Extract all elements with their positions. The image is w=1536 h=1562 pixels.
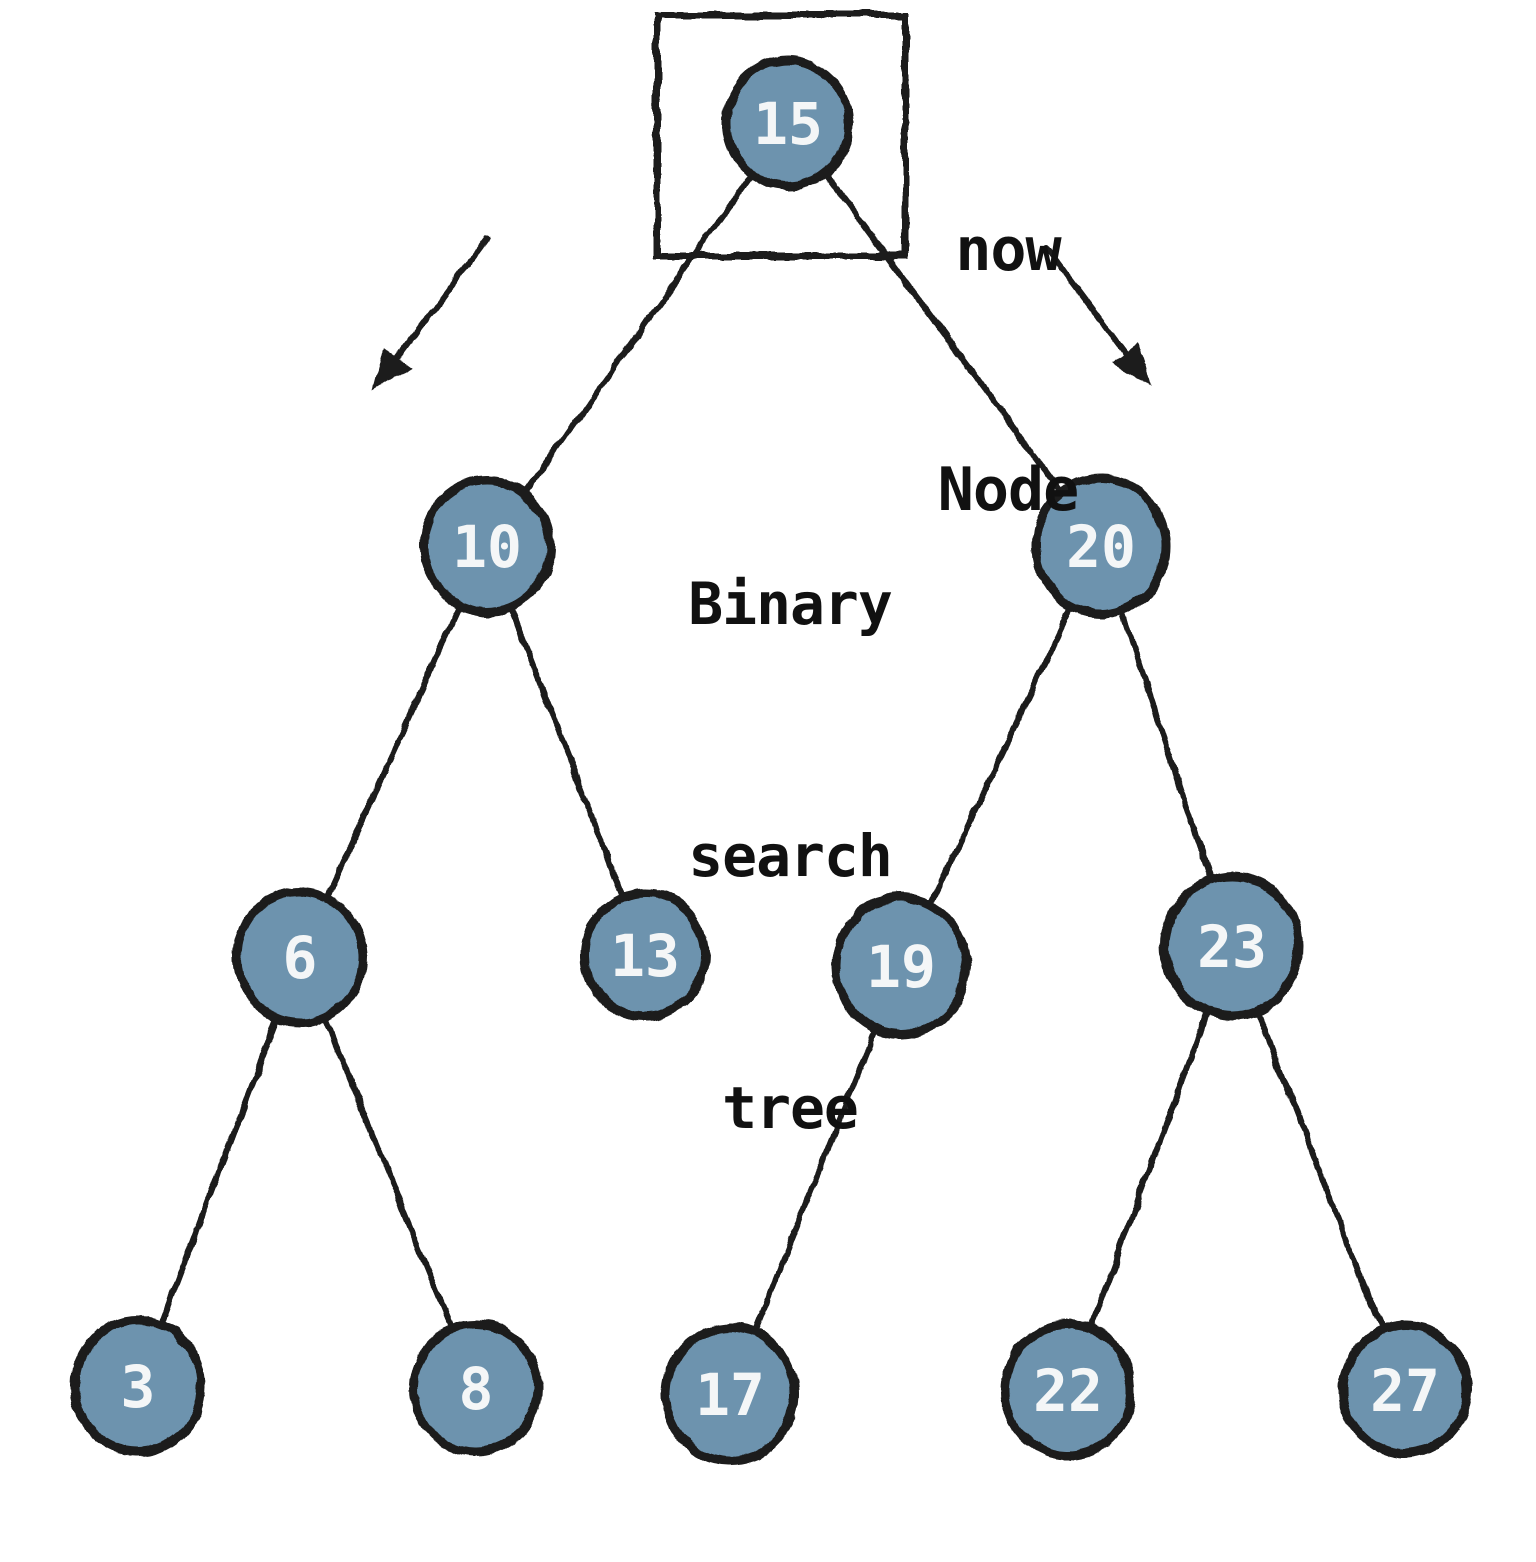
edge-10-13 <box>484 543 648 958</box>
tree-node-19-value: 19 <box>866 933 936 1001</box>
right-branch-arrow-shaft <box>1043 244 1138 369</box>
tree-node-15-circle <box>722 55 854 191</box>
edge-20-19 <box>898 543 1104 969</box>
edge-23-22 <box>1065 943 1235 1393</box>
now-node-label-line-2: Node <box>937 455 1080 525</box>
tree-node-19-circle <box>831 893 971 1039</box>
current-node-highlight-box <box>653 11 909 260</box>
tree-node-3-value: 3 <box>121 1353 156 1421</box>
tree-node-10-value: 10 <box>452 513 522 581</box>
tree-node-22-value: 22 <box>1033 1357 1103 1425</box>
tree-node-23-circle <box>1160 871 1304 1021</box>
tree-title-line-2: search <box>688 822 893 890</box>
tree-node-27-value: 27 <box>1370 1357 1440 1425</box>
tree-node-8-value: 8 <box>459 1355 494 1423</box>
now-node-label-line-1: now <box>955 215 1061 285</box>
tree-node-17-circle <box>661 1322 799 1466</box>
edge-19-17 <box>727 963 904 1397</box>
edge-6-8 <box>297 954 479 1391</box>
left-branch-arrow-head <box>373 347 412 391</box>
node-labels-layer: 15 10 20 6 13 19 23 3 8 17 22 27 <box>121 90 1440 1429</box>
tree-node-20-value: 20 <box>1066 513 1136 581</box>
edge-10-6 <box>297 543 490 960</box>
tree-node-13-value: 13 <box>610 922 680 990</box>
left-branch-arrow-shaft <box>385 236 489 374</box>
tree-node-15-value: 15 <box>753 90 823 158</box>
sketch-strokes-layer <box>70 11 1472 1466</box>
edge-15-10 <box>484 120 791 549</box>
right-branch-arrow-head <box>1111 342 1150 386</box>
tree-node-10-circle <box>419 475 555 617</box>
tree-title-line-3: tree <box>722 1074 859 1142</box>
now-node-label: now Node <box>898 50 1118 690</box>
tree-node-27-circle <box>1338 1321 1472 1459</box>
tree-node-3-circle <box>70 1315 206 1457</box>
tree-node-13-circle <box>580 888 710 1022</box>
tree-title: Binary search tree <box>590 394 990 1318</box>
tree-node-20-circle <box>1031 473 1171 619</box>
tree-node-8-circle <box>409 1319 543 1457</box>
tree-node-6-circle <box>232 886 368 1028</box>
tree-node-17-value: 17 <box>695 1361 765 1429</box>
edge-6-3 <box>135 954 303 1389</box>
edge-23-27 <box>1229 943 1408 1393</box>
tree-node-22-circle <box>1000 1319 1136 1461</box>
tree-title-line-1: Binary <box>688 570 893 638</box>
tree-node-6-value: 6 <box>283 924 318 992</box>
edge-15-20 <box>785 120 1104 549</box>
tree-node-23-value: 23 <box>1197 913 1267 981</box>
